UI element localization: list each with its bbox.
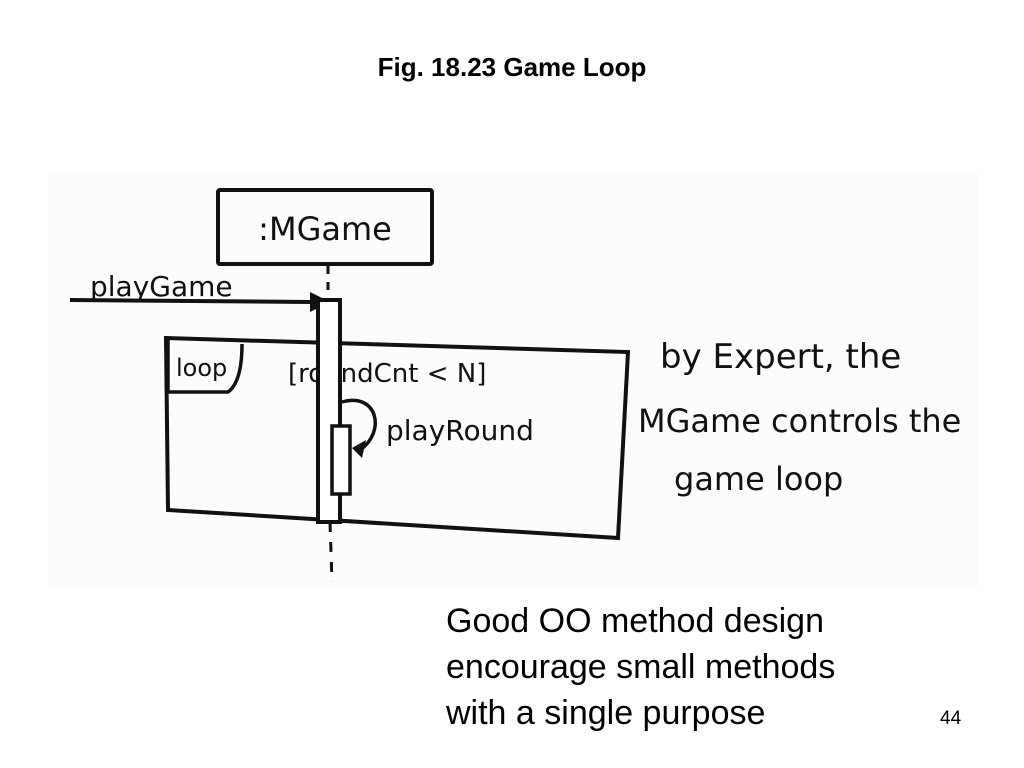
paper-background: [48, 170, 978, 590]
note-line-1: by Expert, the: [660, 337, 901, 377]
sequence-diagram: :MGame playGame loop [roundCnt < N] play…: [48, 170, 978, 590]
lifeline-label: :MGame: [258, 210, 392, 248]
incoming-message-label: playGame: [90, 270, 233, 303]
self-message-arrowhead: [352, 440, 366, 458]
slide-title: Fig. 18.23 Game Loop: [377, 52, 647, 82]
lifeline-box: [216, 188, 434, 266]
caption-line-3: with a single purpose: [446, 694, 766, 732]
caption-line-1: Good OO method design: [446, 602, 825, 640]
loop-fragment: [163, 335, 631, 541]
incoming-message-arrow: [69, 298, 311, 304]
slide-caption: Good OO method design encourage small me…: [446, 598, 926, 736]
nested-activation-bar: [330, 424, 352, 496]
page-number: 44: [940, 708, 962, 729]
note-line-2: MGame controls the: [638, 402, 961, 440]
note-line-3: game loop: [674, 460, 843, 498]
loop-operator-label: loop: [176, 354, 227, 382]
self-message-label: playRound: [386, 414, 534, 447]
self-message-arrow: [341, 398, 377, 452]
loop-operator-tab: [166, 340, 244, 394]
caption-line-2: encourage small methods: [446, 648, 836, 686]
